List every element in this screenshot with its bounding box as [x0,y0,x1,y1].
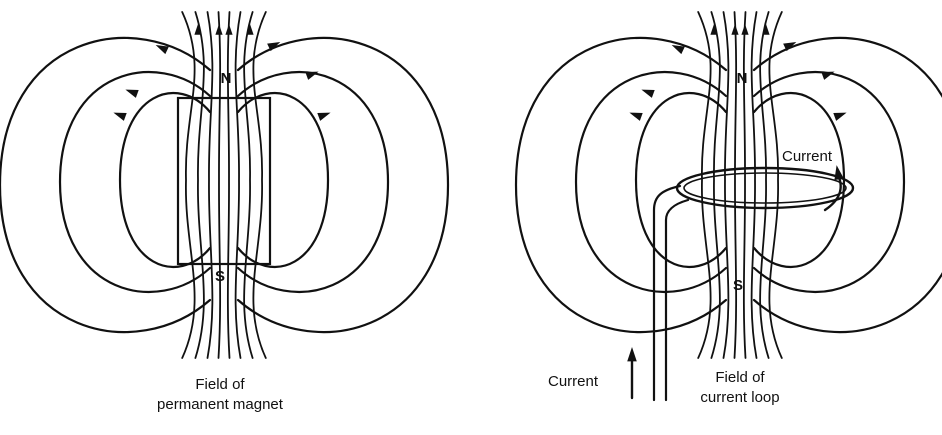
loop-current-label: Current [782,148,854,165]
wire-current-arrowhead [627,347,637,361]
field-arrow-right-inner [833,113,846,121]
loop-current-arrowhead [834,165,843,180]
central-field-line-3 [724,12,729,358]
field-arrow-left-middle [125,90,138,98]
field-line-left-2 [60,72,210,292]
central-field-line-4 [735,12,737,358]
field-arrow-right-inner [317,113,330,121]
magnet-south-label: S [212,268,228,285]
field-arrow-left-inner [629,113,642,121]
central-field-line-4 [219,12,221,358]
field-line-right-1 [754,93,844,267]
magnet-caption-line2: permanent magnet [140,396,300,413]
loop-north-label: N [734,70,750,87]
central-field-line-6 [752,12,757,358]
loop-caption-line1: Field of [670,369,810,386]
current-loop-figure [516,12,942,400]
central-field-line-1 [182,12,194,358]
field-arrow-right-middle [821,72,834,80]
field-line-left-1 [636,93,726,267]
field-arrow-left-middle [641,90,654,98]
field-arrow-right-middle [305,72,318,80]
magnet-caption-line1: Field of [150,376,290,393]
loop-south-label: S [730,277,746,294]
central-field-line-5 [744,12,746,358]
wire-current-label: Current [548,373,620,390]
central-field-line-8 [253,12,265,358]
bar-magnet [178,98,270,264]
field-line-right-2 [754,72,904,292]
field-arrow-left-outer [156,45,169,54]
field-line-right-3 [754,38,942,332]
central-arrow-2 [731,24,738,35]
field-line-right-1 [238,93,328,267]
field-arrow-left-outer [672,45,685,54]
field-line-left-2 [576,72,726,292]
central-arrow-3 [741,24,748,35]
permanent-magnet-figure [0,12,448,358]
loop-caption-line2: current loop [665,389,815,406]
magnet-north-label: N [218,70,234,87]
field-arrow-left-inner [113,113,126,121]
central-field-line-1 [698,12,710,358]
central-field-line-8 [769,12,781,358]
field-line-left-1 [120,93,210,267]
central-field-line-6 [236,12,241,358]
central-arrow-2 [215,24,222,35]
central-field-line-5 [228,12,230,358]
field-line-right-2 [238,72,388,292]
central-arrow-3 [225,24,232,35]
central-field-line-3 [208,12,213,358]
